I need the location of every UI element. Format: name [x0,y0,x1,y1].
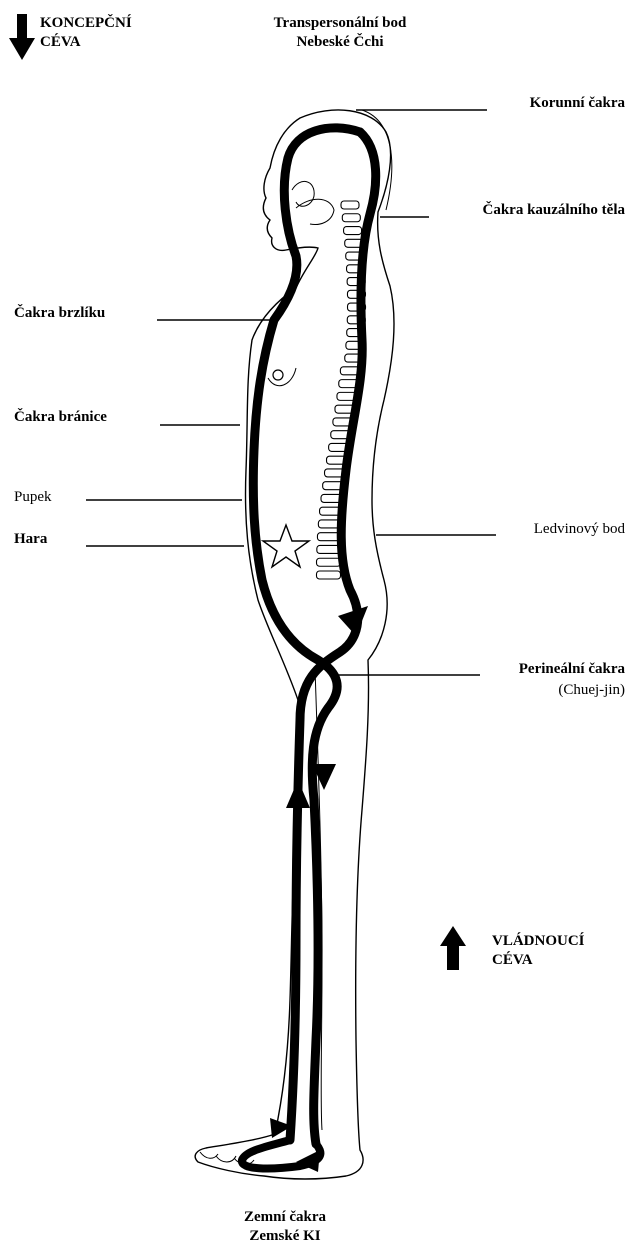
crown-chakra-label: Korunní čakra [530,94,625,113]
vertebra [342,214,360,222]
conception-vessel-channel [253,128,360,1144]
hara-star-icon [263,525,309,567]
vertebra [317,558,341,566]
kidney-point-label: Ledvinový bod [534,520,625,539]
perineal-chakra-label: Perineální čakra [519,660,625,679]
down-arrow-icon [9,14,35,60]
diaphragm-chakra-label: Čakra bránice [14,408,107,427]
transpersonal-point-label: Transpersonální bod Nebeské Čchi [240,14,440,52]
causal-body-chakra-label: Čakra kauzálního těla [482,201,625,220]
chuej-jin-label: (Chuej-jin) [558,681,625,700]
conception-vessel-title: KONCEPČNÍ CÉVA [40,14,132,52]
up-arrow-icon [440,926,466,970]
governing-vessel-title: VLÁDNOUCÍ CÉVA [492,932,585,970]
vertebra [316,571,340,579]
vertebra [341,201,359,209]
arrowhead-icon [286,780,310,808]
navel-label: Pupek [14,488,52,507]
governing-vessel-channel [290,132,376,1140]
thymus-chakra-label: Čakra brzlíku [14,304,105,323]
leader-lines [86,110,496,675]
vertebra [344,227,362,235]
hara-label: Hara [14,530,47,549]
earth-chakra-label: Zemní čakra Zemské KI [190,1208,380,1246]
